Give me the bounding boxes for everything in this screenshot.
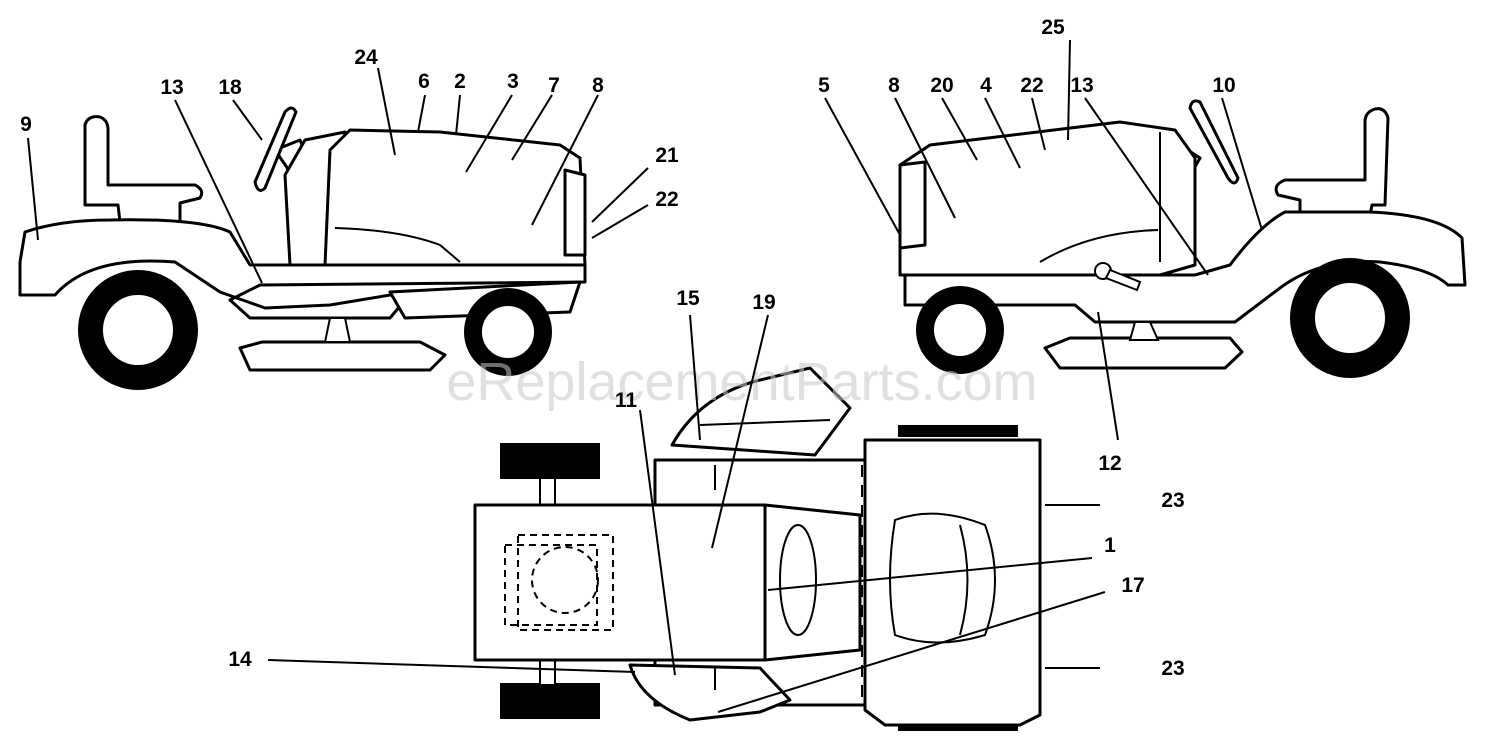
callout-22: 22 (655, 188, 678, 211)
callout-14: 14 (228, 648, 252, 671)
callout-25: 25 (1041, 16, 1065, 39)
watermark: eReplacementParts.com (446, 352, 1037, 412)
callout-13: 13 (160, 76, 183, 99)
callout-3: 3 (507, 70, 519, 93)
callout-10: 10 (1212, 74, 1235, 97)
callout-22-right: 22 (1020, 74, 1043, 97)
top-view (473, 366, 1042, 731)
callout-23-upper: 23 (1161, 489, 1184, 512)
callouts: 9 13 18 24 6 2 3 7 8 21 22 5 8 20 4 22 2… (20, 16, 1236, 680)
callout-21: 21 (655, 144, 679, 167)
callout-17: 17 (1121, 574, 1144, 597)
callout-8-right: 8 (888, 74, 900, 97)
callout-12: 12 (1098, 452, 1121, 475)
left-side-view (18, 106, 587, 390)
callout-2: 2 (454, 70, 466, 93)
callout-15: 15 (676, 287, 700, 310)
right-side-view (898, 99, 1467, 378)
callout-23-lower: 23 (1161, 657, 1184, 680)
callout-1: 1 (1104, 534, 1116, 557)
leader-lines (27, 39, 1263, 713)
callout-5: 5 (818, 74, 830, 97)
callout-6: 6 (418, 70, 430, 93)
callout-8: 8 (592, 74, 604, 97)
callout-4: 4 (980, 74, 992, 97)
callout-13-right: 13 (1070, 74, 1093, 97)
callout-19: 19 (752, 291, 775, 314)
callout-24: 24 (354, 46, 378, 69)
callout-9: 9 (20, 113, 32, 136)
callout-18: 18 (218, 76, 242, 99)
callout-11: 11 (615, 389, 638, 412)
callout-7: 7 (548, 74, 560, 97)
callout-20: 20 (930, 74, 953, 97)
